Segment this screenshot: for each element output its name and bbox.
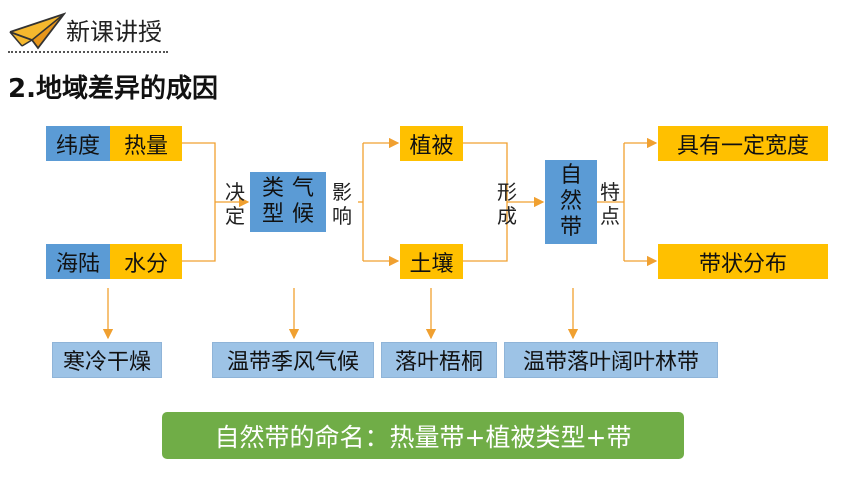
header-underline [8, 51, 168, 53]
paper-plane-icon [8, 10, 67, 52]
moisture-box: 水分 [110, 244, 182, 279]
feature-belt-box: 带状分布 [658, 244, 828, 279]
natural-zone-box: 自然带 [545, 160, 597, 244]
soil-box: 土壤 [400, 244, 463, 279]
example-zone: 温带落叶阔叶林带 [504, 342, 718, 378]
label-determine: 决定 [225, 180, 245, 228]
header-title: 新课讲授 [66, 18, 162, 46]
section-title: 2.地域差异的成因 [8, 74, 218, 104]
example-climate: 温带季风气候 [212, 342, 374, 378]
climate-type-box: 类型 气候 [250, 172, 326, 232]
label-influence: 影响 [332, 180, 352, 228]
label-characteristics: 特点 [600, 180, 620, 228]
example-cold-dry: 寒冷干燥 [52, 342, 162, 378]
feature-width-box: 具有一定宽度 [658, 126, 828, 161]
vegetation-box: 植被 [400, 126, 463, 161]
land-sea-box: 海陆 [46, 244, 110, 279]
label-form: 形成 [497, 180, 517, 228]
naming-rule-banner: 自然带的命名：热量带+植被类型+带 [162, 412, 684, 459]
latitude-box: 纬度 [46, 126, 110, 161]
example-tree: 落叶梧桐 [381, 342, 497, 378]
heat-box: 热量 [110, 126, 182, 161]
